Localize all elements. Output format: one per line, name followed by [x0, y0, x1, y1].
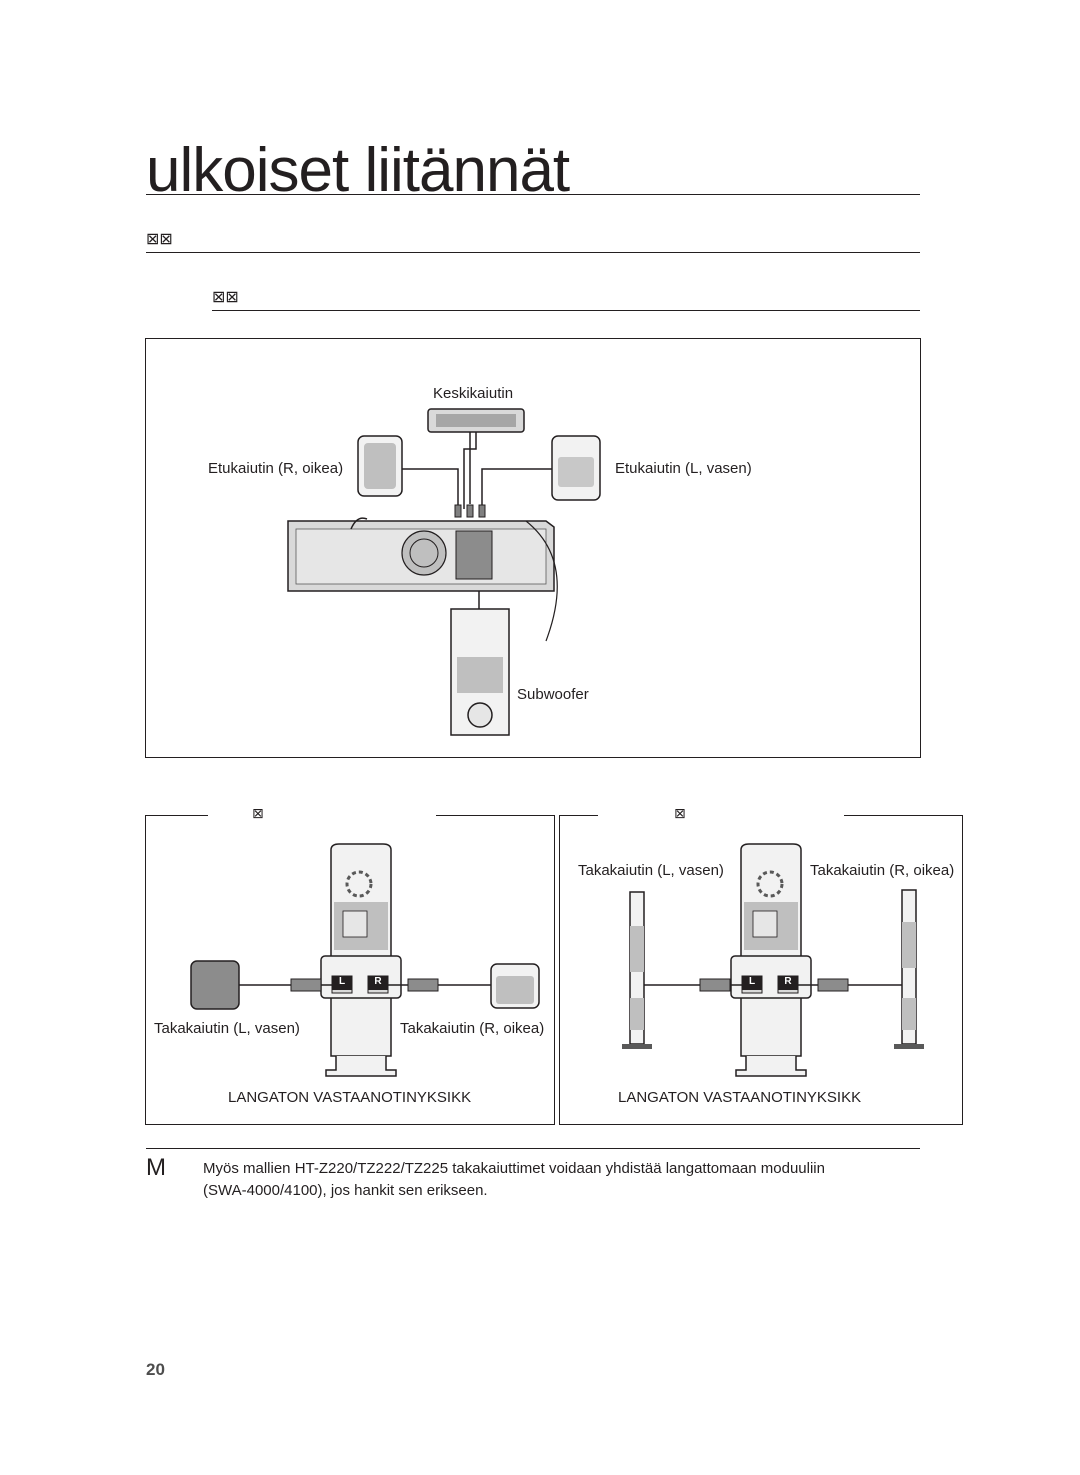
tall-rear-left-ferrite	[699, 978, 731, 992]
power-cable	[525, 520, 558, 642]
rear-right-speaker-label: Takakaiutin (R, oikea)	[400, 1020, 545, 1037]
wireless-receiver-2	[730, 843, 812, 1077]
tall-rear-right-ferrite	[817, 978, 849, 992]
note-rule	[146, 1148, 920, 1149]
wireless-receiver-label-2: LANGATON VASTAANOTINYKSIKK	[618, 1089, 862, 1106]
tall-rear-right-speaker-label: Takakaiutin (R, oikea)	[810, 862, 955, 879]
front-left-speaker-label: Etukaiutin (L, vasen)	[615, 460, 752, 477]
speaker-plugs	[454, 504, 486, 518]
rear-right-speaker	[490, 963, 540, 1009]
page-title: ulkoiset liitännät	[146, 136, 570, 205]
port-r-badge: R	[368, 976, 388, 990]
rear-left-ferrite	[290, 978, 322, 992]
rear-speakers-panel-small: ⊠ L R Takakaiutin (L, vasen) Takakaiutin…	[145, 807, 555, 1125]
note-text: Myös mallien HT-Z220/TZ222/TZ225 takakai…	[203, 1158, 920, 1202]
port-r-badge-2: R	[778, 976, 798, 990]
page-number: 20	[146, 1360, 165, 1379]
rear-panel-tall-heading: ⊠	[674, 806, 686, 822]
main-unit	[287, 517, 555, 592]
front-speakers-illustration	[287, 408, 601, 736]
rear-right-ferrite	[407, 978, 439, 992]
title-rule	[146, 194, 920, 195]
rear-speakers-panel-tall: ⊠ L R Takakaiutin (L, vase	[559, 807, 963, 1125]
wireless-receiver	[320, 843, 402, 1077]
rear-left-speaker	[190, 960, 240, 1010]
center-speaker	[427, 408, 525, 433]
subwoofer-label: Subwoofer	[517, 686, 589, 703]
note-line-1: Myös mallien HT-Z220/TZ222/TZ225 takakai…	[203, 1160, 825, 1177]
port-l-badge-2: L	[742, 976, 762, 990]
wireless-receiver-label: LANGATON VASTAANOTINYKSIKK	[228, 1089, 472, 1106]
note-marker: M	[146, 1154, 166, 1181]
section-heading-glyph: ⊠⊠	[146, 229, 173, 248]
note-line-2: (SWA-4000/4100), jos hankit sen erikseen…	[203, 1182, 488, 1199]
front-right-speaker-label: Etukaiutin (R, oikea)	[208, 460, 344, 477]
rear-panel-small-heading: ⊠	[252, 806, 264, 822]
section-rule	[146, 252, 920, 253]
subwoofer	[450, 608, 510, 736]
front-speakers-diagram: Keskikaiutin Etukaiutin (R, oikea) Etuka…	[145, 338, 921, 758]
tall-rear-right-speaker	[894, 889, 924, 1049]
rear-left-speaker-label: Takakaiutin (L, vasen)	[154, 1020, 300, 1037]
front-right-speaker	[357, 435, 403, 497]
subsection-rule	[212, 310, 920, 311]
front-left-speaker	[551, 435, 601, 501]
tall-rear-left-speaker	[622, 891, 652, 1049]
tall-rear-left-speaker-label: Takakaiutin (L, vasen)	[578, 862, 724, 879]
rear-small-illustration	[190, 843, 540, 1077]
center-speaker-label: Keskikaiutin	[433, 385, 514, 402]
port-l-badge: L	[332, 976, 352, 990]
subsection-heading-glyph: ⊠⊠	[212, 287, 239, 306]
